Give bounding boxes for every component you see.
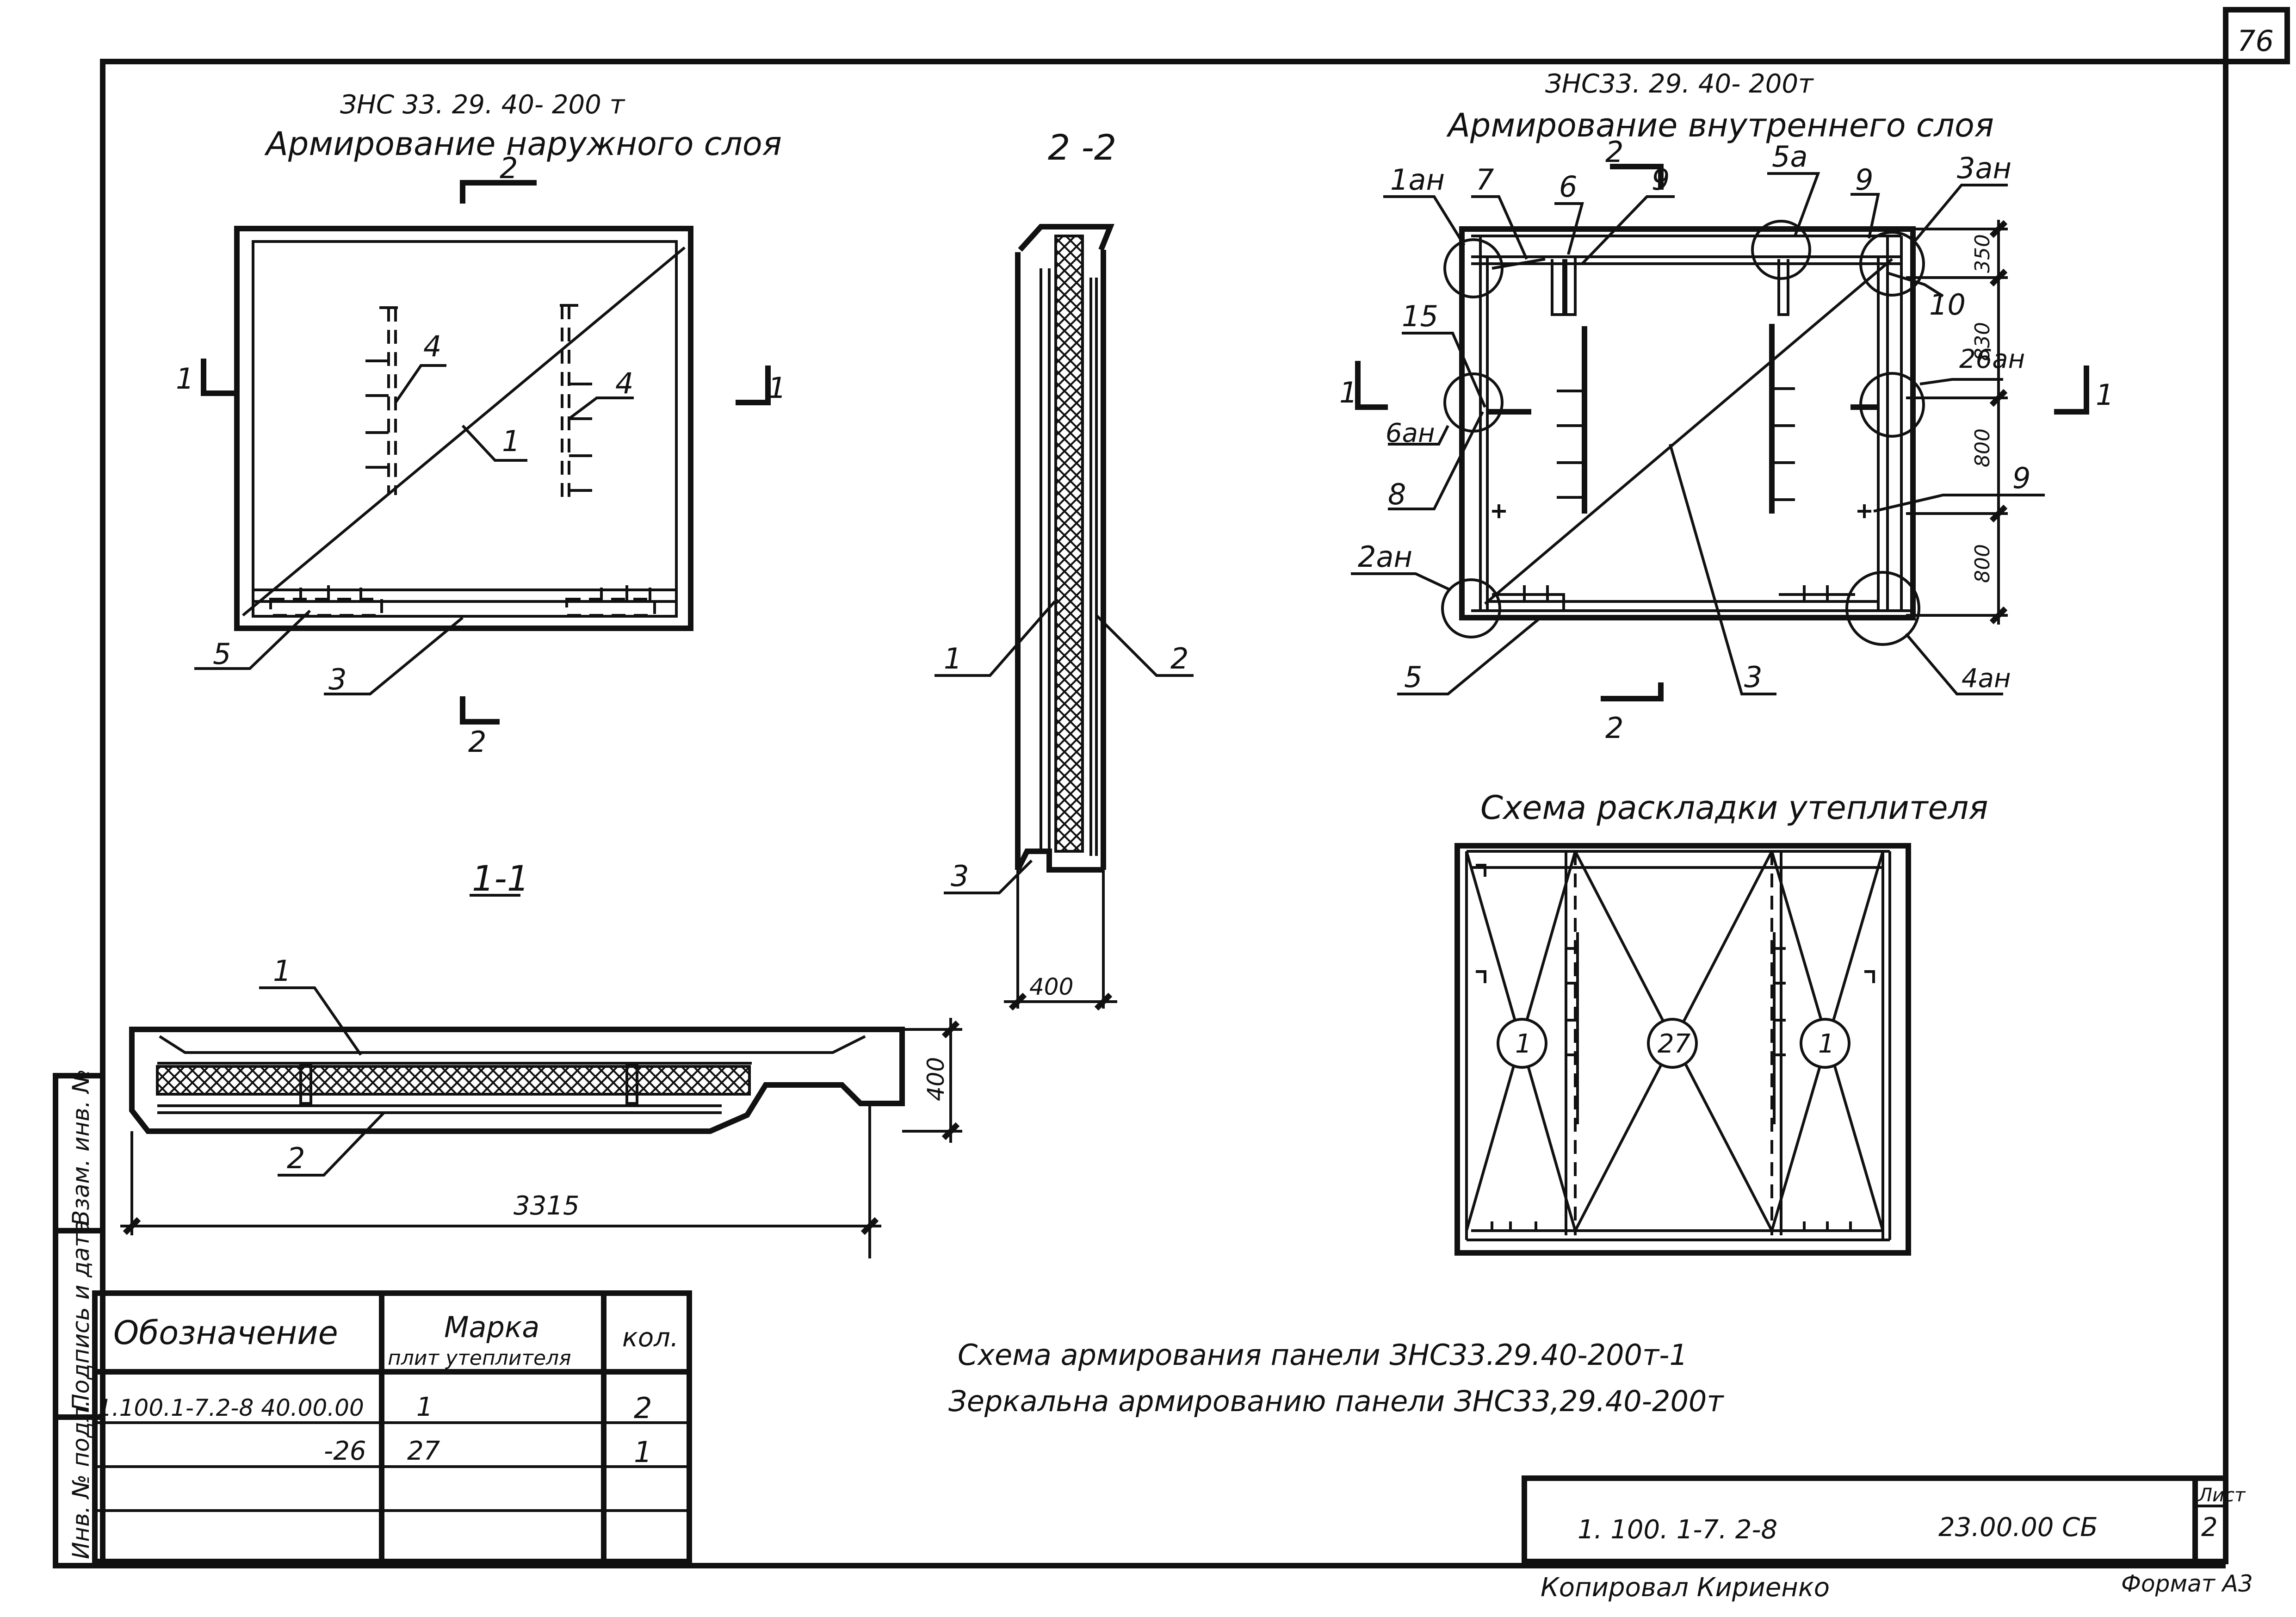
section-2-2-title: 2 -2	[1048, 127, 1116, 168]
inner-sec-bottom: 2	[1605, 711, 1623, 745]
spec-row-1-designation: 1.100.1-7.2-8 40.00.00	[97, 1394, 364, 1421]
outer-sec-left: 1	[176, 362, 194, 396]
note-line-1: Схема армирования панели ЗНС33.29.40-200…	[958, 1338, 1688, 1372]
inner-detail-circle-1	[1443, 238, 1504, 298]
inner-dim-830: 830	[1971, 322, 1994, 361]
spec-row-1-qty: 2	[634, 1391, 652, 1425]
title-block: 1. 100. 1-7. 2-8 23.00.00 СБ Лист 2	[1522, 1475, 2246, 1564]
sheet-frame: 76	[56, 7, 2290, 1568]
inner-sec-top: 2	[1605, 135, 1623, 169]
outer-callout-4a: 4	[423, 329, 441, 363]
note-line-2: Зеркальна армированию панели ЗНС33,29.40…	[948, 1384, 1724, 1418]
inner-callout-6an: 6ан	[1386, 418, 1435, 448]
title-block-sheet-number: 2	[2201, 1512, 2218, 1543]
inner-dim-800a: 800	[1971, 428, 1994, 467]
outer-ladder-left	[365, 306, 398, 495]
outer-sec-bottom: 2	[468, 725, 486, 759]
inner-callout-5a: 5а	[1772, 140, 1807, 173]
section-1-1-callout-2: 2	[287, 1141, 305, 1175]
inner-ladder-right	[1769, 259, 1795, 514]
outer-callout-1: 1	[502, 424, 520, 458]
inner-callout-1an: 1ан	[1390, 163, 1445, 197]
inner-view-mark: ЗНС33. 29. 40- 200т	[1545, 69, 1814, 99]
section-2-2: 2 -2 400 1 2 3	[934, 127, 1194, 1011]
outer-ladder-right	[560, 304, 592, 502]
insulation-layout: Схема раскладки утеплителя 1 27	[1454, 789, 1988, 1256]
inner-callout-4an: 4ан	[1962, 663, 2011, 694]
insulation-circle-27: 27	[1658, 1029, 1691, 1059]
spec-header-qty: кол.	[622, 1323, 679, 1353]
inner-view-title: Армирование внутреннего слоя	[1446, 106, 1994, 144]
section-1-1-callout-1: 1	[273, 954, 291, 988]
footer-copied-by: Копировал Кириенко	[1541, 1573, 1830, 1603]
title-block-code: 1. 100. 1-7. 2-8	[1578, 1515, 1777, 1545]
footer-format: Формат А3	[2121, 1570, 2253, 1597]
inner-callout-2an: 2ан	[1358, 540, 1412, 574]
inner-callout-9b: 9	[1855, 163, 1873, 197]
insulation-title: Схема раскладки утеплителя	[1480, 789, 1988, 827]
inner-dim-800b: 800	[1971, 544, 1994, 583]
title-block-doc-number: 23.00.00 СБ	[1938, 1512, 2098, 1543]
inner-callout-3: 3	[1744, 660, 1762, 694]
inner-detail-circle-2	[1751, 220, 1811, 280]
inner-sec-left: 1	[1339, 376, 1357, 409]
inner-callout-3an: 3ан	[1957, 151, 2011, 185]
outer-view-title: Армирование наружного слоя	[264, 125, 782, 163]
spec-row-2-designation: -26	[324, 1436, 366, 1466]
outer-sec-top: 2	[500, 151, 518, 185]
inner-detail-circle-7	[1845, 571, 1920, 646]
spec-header-designation: Обозначение	[113, 1314, 338, 1352]
inner-detail-circle-3	[1859, 231, 1925, 297]
table-row: -26 27 1	[324, 1435, 652, 1469]
spec-row-2-qty: 1	[634, 1435, 652, 1469]
section-1-1-title: 1-1	[472, 858, 529, 899]
sheet-corner-number: 76	[2237, 24, 2274, 58]
section-1-1-dim-length: 3315	[514, 1191, 580, 1221]
inner-callout-10: 10	[1929, 288, 1966, 322]
spec-row-2-mark: 27	[407, 1436, 440, 1466]
title-block-sheet-label: Лист	[2197, 1485, 2246, 1506]
inner-sec-right: 1	[2096, 378, 2114, 412]
section-1-1-dim-height: 400	[922, 1057, 949, 1101]
section-1-1: 1-1 3315 400 1 2	[120, 858, 962, 1258]
inner-callout-15: 15	[1402, 299, 1438, 333]
inner-callout-9c: 9	[2012, 461, 2030, 495]
inner-callout-9a: 9	[1652, 163, 1670, 197]
side-stamp: Инв. № подл. Подпись и дата Взам. инв. №	[53, 1069, 105, 1568]
outer-view: ЗНС 33. 29. 40- 200 т Армирование наружн…	[176, 90, 786, 759]
section-2-2-callout-1: 1	[944, 642, 962, 675]
outer-callout-3: 3	[328, 663, 347, 696]
table-row: 1.100.1-7.2-8 40.00.00 1 2	[97, 1391, 652, 1425]
section-2-2-callout-3: 3	[951, 859, 969, 893]
outer-callout-4b: 4	[615, 366, 633, 400]
insulation-circle-1b: 1	[1818, 1029, 1835, 1059]
inner-ladder-left	[1551, 259, 1587, 514]
notes: Схема армирования панели ЗНС33.29.40-200…	[948, 1338, 1724, 1418]
inner-callout-26an: 26ан	[1959, 344, 2025, 374]
section-2-2-callout-2: 2	[1170, 642, 1188, 675]
spec-table: Обозначение Марка плит утеплителя кол. 1…	[92, 1290, 692, 1564]
inner-callout-5: 5	[1404, 660, 1422, 694]
outer-callout-5: 5	[213, 637, 231, 671]
outer-view-mark: ЗНС 33. 29. 40- 200 т	[340, 90, 625, 120]
stamp-inv-replace: Взам. инв. №	[68, 1069, 94, 1226]
outer-sec-right: 1	[768, 371, 786, 405]
inner-dim-350: 350	[1971, 234, 1994, 273]
spec-header-mark-1: Марка	[444, 1310, 539, 1344]
inner-detail-circle-6	[1441, 578, 1501, 638]
stamp-inv-orig: Инв. № подл.	[68, 1400, 94, 1559]
inner-callout-6: 6	[1559, 170, 1577, 204]
section-2-2-dim: 400	[1029, 973, 1073, 1000]
inner-view: ЗНС33. 29. 40- 200т Армирование внутренн…	[1339, 69, 2114, 745]
spec-header-mark-2: плит утеплителя	[388, 1346, 571, 1370]
spec-row-1-mark: 1	[416, 1392, 433, 1422]
inner-detail-circle-5	[1859, 372, 1925, 438]
stamp-sign-date: Подпись и дата	[68, 1220, 94, 1411]
inner-callout-8: 8	[1388, 477, 1406, 511]
inner-callout-7: 7	[1476, 163, 1494, 197]
insulation-circle-1a: 1	[1515, 1029, 1532, 1059]
